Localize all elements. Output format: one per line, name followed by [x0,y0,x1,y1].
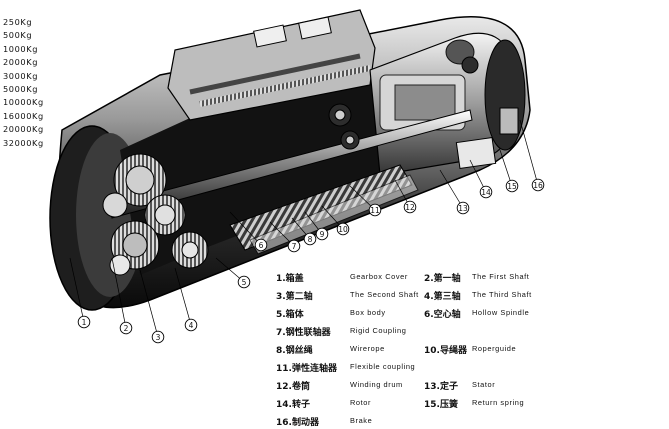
part-name-cn: 8.钢丝绳 [276,346,313,356]
part-name-cn: 4.第三轴 [424,292,461,302]
svg-text:2: 2 [124,324,129,333]
legend-row: 13.定子 Stator [424,379,495,393]
capacity-item: 250Kg [3,17,33,27]
svg-text:15: 15 [507,182,517,191]
svg-text:9: 9 [320,230,325,239]
capacity-item: 1000Kg [3,43,39,54]
part-name-en: The Second Shaft [350,290,419,299]
part-name-cn: 13.定子 [424,382,458,392]
part-name-cn: 3.第二轴 [276,292,313,302]
callout-2: 2 [119,321,133,335]
legend-row: 11.弹性连轴器 Flexible coupling [276,361,415,375]
capacity-item: 3000Kg [3,70,39,81]
capacity-item: 16000Kg [3,110,44,121]
callout-14: 14 [479,185,493,199]
capacity-item: 20000Kg [3,124,44,135]
part-name-cn: 16.制动器 [276,418,319,428]
legend-row: 8.钢丝绳 Wirerope [276,343,384,357]
svg-text:3: 3 [156,333,161,342]
legend-row: 5.箱体 Box body [276,307,385,321]
legend-row: 14.转子 Rotor [276,397,370,411]
callout-12: 12 [403,200,417,214]
part-name-en: Wirerope [350,344,385,353]
part-name-en: Winding drum [350,380,403,389]
part-name-cn: 10.导绳器 [424,346,467,356]
part-name-en: Rotor [350,398,372,407]
part-name-cn: 2.第一轴 [424,274,461,284]
svg-text:4: 4 [189,321,194,330]
callout-7: 7 [287,239,301,253]
svg-text:14: 14 [481,188,491,197]
legend-row: 15.压簧 Return spring [424,397,524,411]
part-name-en: Return spring [472,398,525,407]
callout-16: 16 [531,178,545,192]
callout-4: 4 [184,318,198,332]
part-name-cn: 15.压簧 [424,400,458,410]
gear-set [102,153,209,276]
svg-text:13: 13 [458,204,468,213]
legend-row: 3.第二轴 The Second Shaft [276,289,418,303]
svg-text:1: 1 [82,318,87,327]
part-name-en: Stator [472,380,496,389]
part-name-en: Roperguide [472,344,517,353]
top-box [167,9,376,121]
part-name-en: Rigid Coupling [350,326,407,335]
hollow-spindle [249,174,419,255]
callout-9: 9 [315,227,329,241]
part-name-cn: 14.转子 [276,400,310,410]
svg-text:10: 10 [338,225,348,234]
part-name-cn: 6.空心轴 [424,310,461,320]
capacity-item: 32000Kg [3,137,44,148]
part-name-en: Brake [350,416,373,425]
capacity-list: 250Kg 500Kg 1000Kg 2000Kg 3000Kg 5000Kg 10000K… [3,16,44,150]
svg-text:11: 11 [370,206,380,215]
part-name-en: The First Shaft [472,272,530,281]
svg-text:5: 5 [242,278,247,287]
callout-10: 10 [336,222,350,236]
part-name-en: Box body [350,308,386,317]
svg-text:12: 12 [405,203,415,212]
legend-row: 16.制动器 Brake [276,415,372,429]
callout-5: 5 [237,275,251,289]
part-name-cn: 1.箱盖 [276,274,304,284]
brake-block [455,137,497,169]
callout-13: 13 [456,201,470,215]
legend-row: 1.箱盖 Gearbox Cover [276,271,407,285]
capacity-item: 10000Kg [3,97,44,108]
capacity-item: 2000Kg [3,57,39,68]
legend-row: 7.钢性联轴器 Rigid Coupling [276,325,406,339]
legend-row: 4.第三轴 The Third Shaft [424,289,531,303]
capacity-item: 5000Kg [3,84,39,95]
svg-text:8: 8 [308,235,313,244]
callout-1: 1 [77,315,91,329]
part-name-cn: 5.箱体 [276,310,304,320]
part-name-en: Flexible coupling [350,362,416,371]
part-name-cn: 12.卷筒 [276,382,310,392]
bearings [328,56,479,150]
svg-text:7: 7 [292,242,297,251]
capacity-item: 500Kg [3,30,33,41]
callout-3: 3 [151,330,165,344]
legend-row: 6.空心轴 Hollow Spindle [424,307,529,321]
callout-11: 11 [368,203,382,217]
callout-8: 8 [303,232,317,246]
callout-6: 6 [254,238,268,252]
part-name-en: The Third Shaft [472,290,532,299]
part-name-en: Gearbox Cover [350,272,408,281]
callout-15: 15 [505,179,519,193]
legend-row: 12.卷筒 Winding drum [276,379,402,393]
svg-text:16: 16 [533,181,543,190]
part-name-cn: 11.弹性连轴器 [276,364,337,374]
legend-row: 2.第一轴 The First Shaft [424,271,529,285]
legend-row: 10.导绳器 Roperguide [424,343,516,357]
part-name-en: Hollow Spindle [472,308,530,317]
svg-text:6: 6 [259,241,264,250]
part-name-cn: 7.钢性联轴器 [276,328,331,338]
